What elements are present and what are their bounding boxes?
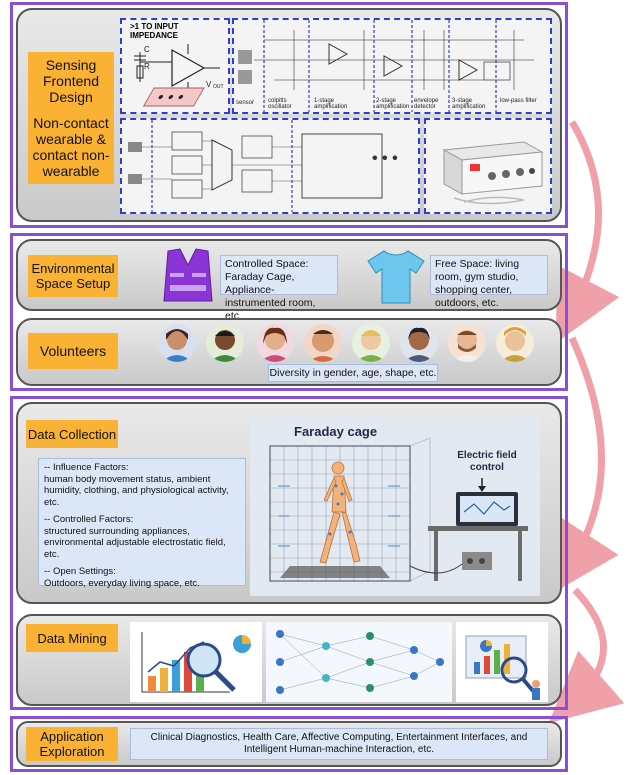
opamp-schematic [134, 44, 220, 107]
amplifier-chain-circuit: sensor colpitts oscillator 1-stage ampli… [232, 18, 552, 114]
tshirt-icon [367, 250, 425, 304]
application-label: Application Exploration [26, 727, 118, 761]
sensing-label: Sensing Frontend Design Non-contact wear… [28, 52, 114, 184]
pcb-drawing [128, 120, 383, 212]
data-analysis-image [456, 622, 548, 702]
volunteer-avatar-2 [206, 324, 244, 362]
volunteer-avatar-5 [352, 324, 390, 362]
circuit-title: >1 TO INPUT IMPEDANCE [130, 22, 179, 40]
diversity-box: Diversity in gender, age, shape, etc. [268, 364, 438, 382]
application-title: Application Exploration [39, 729, 105, 759]
volunteer-avatar-6 [400, 324, 438, 362]
stage-lowpass: low-pass filter [500, 98, 537, 104]
circuit-label-out: OUT [213, 84, 224, 90]
influence-body: human body movement status, ambient humi… [44, 473, 229, 508]
instrument-device [442, 141, 544, 205]
volunteer-avatar-4 [304, 324, 342, 362]
diversity-text: Diversity in gender, age, shape, etc. [269, 367, 437, 379]
factors-box: -- Influence Factors: human body movemen… [38, 458, 246, 589]
environment-title: Environmental Space Setup [31, 261, 115, 291]
arrow-3 [548, 587, 625, 724]
data-collection-title: Data Collection [27, 426, 117, 442]
faraday-illustration: Faraday cage Electric field control [250, 416, 540, 596]
circuit-label-c: C [144, 45, 150, 54]
stage-colpitts: colpitts oscillator [268, 98, 292, 110]
faraday-cage-drawing [269, 437, 528, 582]
stage-amp2: 2-stage amplification [376, 98, 410, 110]
application-frame [10, 716, 568, 772]
arrow-1 [555, 120, 620, 344]
volunteer-avatar-3 [256, 324, 294, 362]
stage-amp3: 3-stage amplification [452, 98, 486, 110]
controlled-body: structured surrounding appliances, envir… [44, 525, 226, 560]
controlled-head: -- Controlled Factors: [44, 514, 134, 525]
volunteers-title: Volunteers [39, 343, 107, 359]
pcb-schematic [120, 118, 420, 214]
data-frame [10, 396, 568, 710]
sensing-title: Sensing Frontend Design [42, 57, 100, 105]
environment-label: Environmental Space Setup [28, 255, 118, 297]
stage-sensor: sensor [236, 100, 255, 106]
device-box [424, 118, 552, 214]
arrow-2 [550, 336, 619, 595]
efield-label: Electric field control [457, 450, 517, 473]
free-space-box: Free Space: living room, gym studio, sho… [430, 255, 548, 309]
vest-icon [163, 248, 213, 302]
data-mining-title: Data Mining [37, 630, 107, 646]
volunteer-avatar-7 [448, 324, 486, 362]
stage-amp1: 1-stage amplification [314, 98, 348, 110]
data-mining-label: Data Mining [26, 624, 118, 652]
open-head: -- Open Settings: [44, 566, 116, 577]
circuit-label-v: V [206, 80, 212, 89]
circuit-label-r: R [144, 62, 150, 71]
sensing-subtitle: Non-contact wearable & contact non-weara… [32, 115, 110, 179]
impedance-circuit: >1 TO INPUT IMPEDANCE C R V OUT [120, 18, 230, 114]
controlled-space-box: Controlled Space: Faraday Cage, Applianc… [220, 255, 338, 322]
analytics-chart-image [130, 622, 262, 702]
open-body: Outdoors, everyday living space, etc. [44, 577, 200, 589]
application-text-box: Clinical Diagnostics, Health Care, Affec… [130, 728, 548, 760]
volunteer-avatar-1 [158, 324, 196, 362]
volunteer-avatar-8 [496, 324, 534, 362]
environment-frame [10, 233, 568, 391]
ellipsis: • • • [372, 150, 398, 167]
stage-envelope: envelope detector [414, 98, 439, 110]
amplifier-schematic [238, 20, 534, 112]
influence-head: -- Influence Factors: [44, 462, 129, 473]
application-text: Clinical Diagnostics, Health Care, Affec… [150, 732, 528, 755]
data-collection-label: Data Collection [26, 420, 118, 448]
free-space-text: Free Space: living room, gym studio, sho… [435, 258, 520, 309]
sensing-frame [10, 2, 568, 228]
volunteers-label: Volunteers [28, 333, 118, 369]
neural-network-image [266, 622, 452, 702]
faraday-label: Faraday cage [294, 424, 378, 439]
